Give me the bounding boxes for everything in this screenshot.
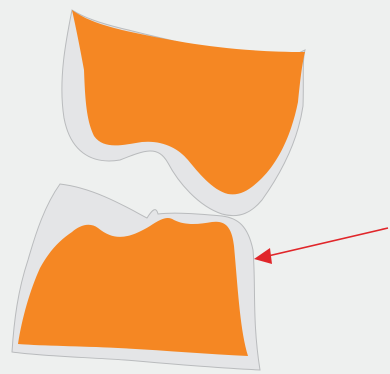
diagram-canvas — [0, 0, 390, 374]
crown-diagram — [0, 0, 390, 374]
